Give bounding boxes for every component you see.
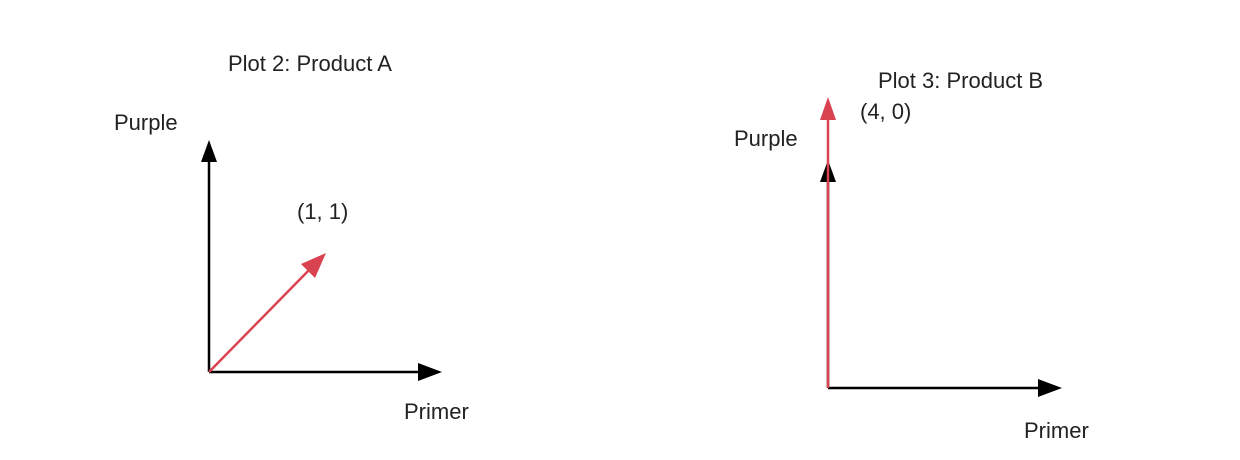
plot-b-title: Plot 3: Product B <box>878 68 1044 93</box>
plot-product-b <box>820 97 1062 397</box>
plot-b-x-axis-label: Primer <box>1024 418 1089 443</box>
plot-a-x-axis <box>209 363 442 381</box>
plot-b-vector-arrow <box>820 97 836 388</box>
plot-a-title: Plot 2: Product A <box>228 51 392 76</box>
plot-a-vector-arrow <box>208 253 326 373</box>
plot-a-point-label: (1, 1) <box>297 199 349 224</box>
plot-b-x-axis <box>828 379 1062 397</box>
plot-a-y-axis <box>201 140 217 372</box>
plot-b-y-axis-label: Purple <box>734 126 798 151</box>
plot-b-point-label: (4, 0) <box>860 99 912 124</box>
plot-product-a <box>201 140 442 381</box>
plot-a-y-axis-label: Purple <box>114 110 178 135</box>
plot-a-x-axis-label: Primer <box>404 399 469 424</box>
